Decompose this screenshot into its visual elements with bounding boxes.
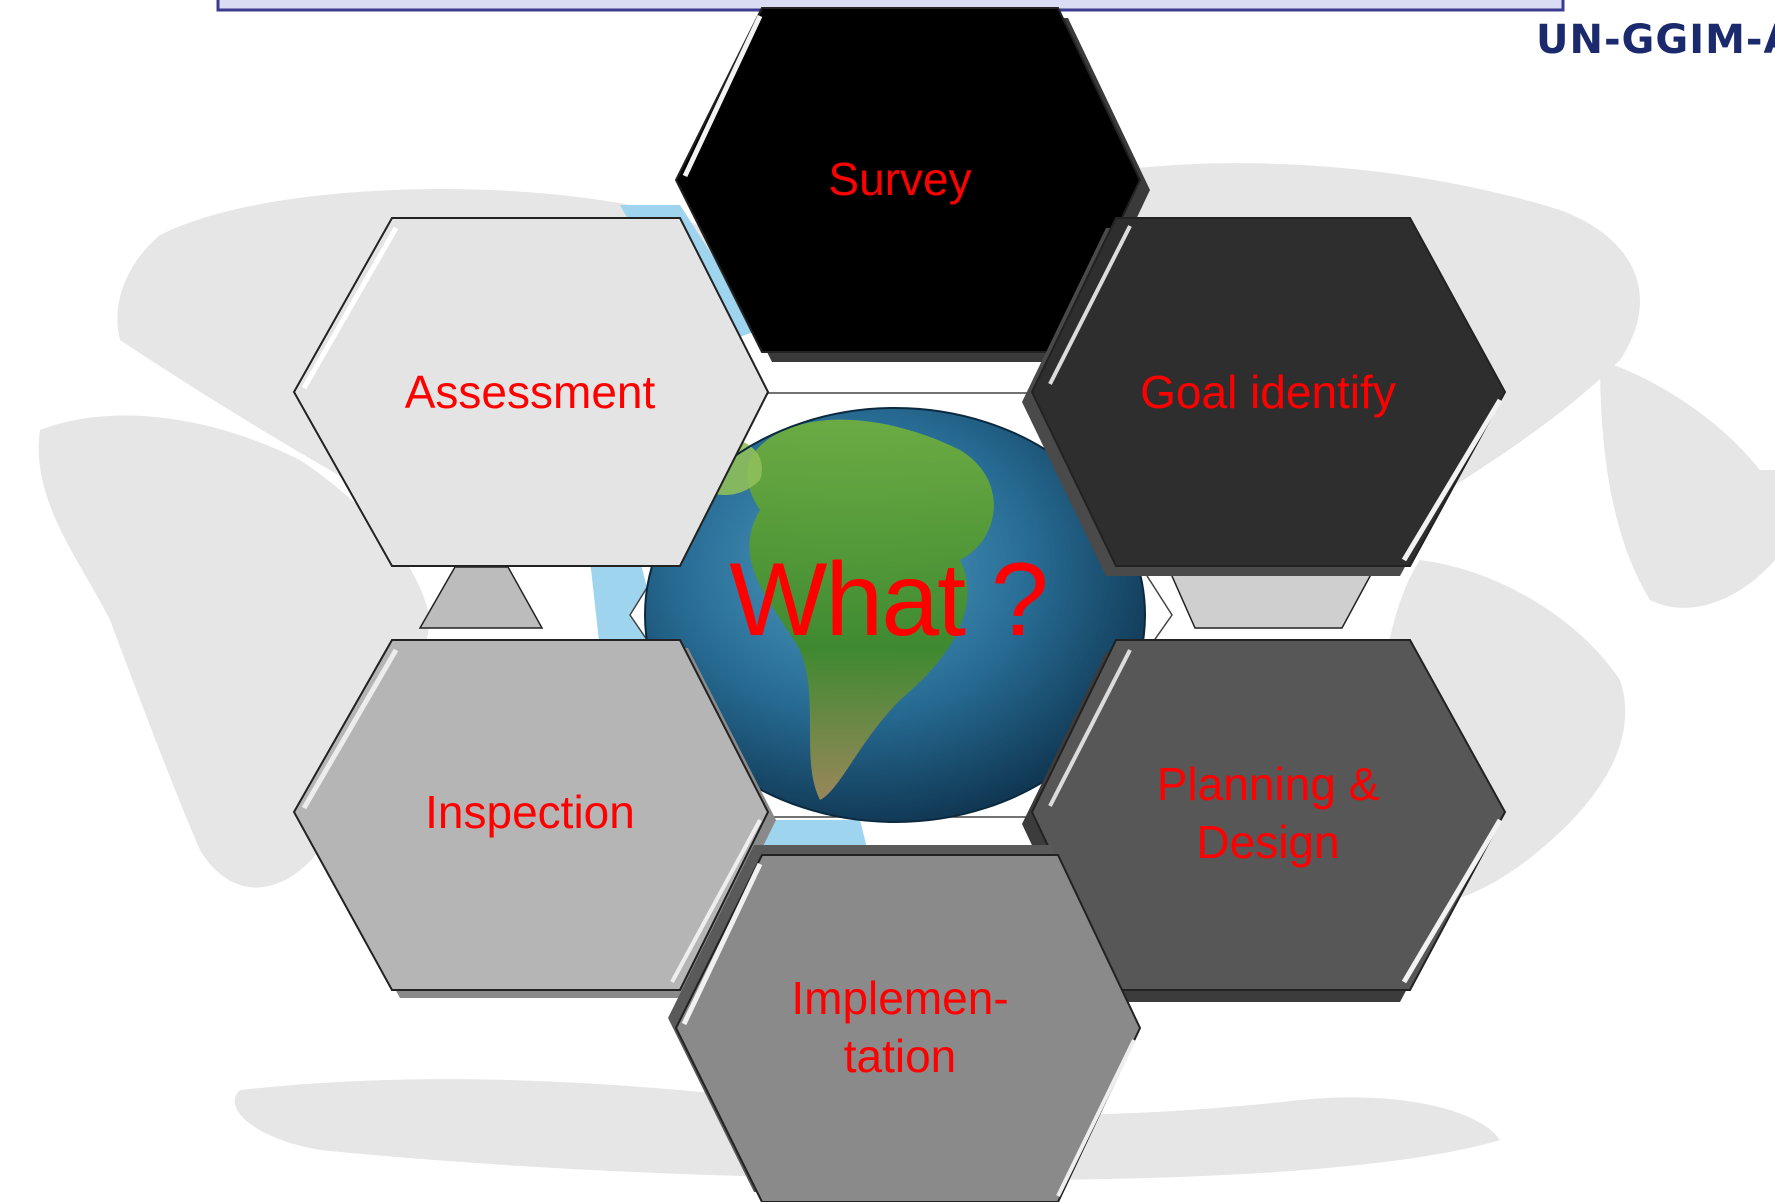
hex-connectors [418,566,1377,629]
assessment-shape [292,217,770,567]
goal-identify-shape [1030,217,1507,567]
survey-label: Survey [828,153,971,205]
center-question-label: What ? [729,542,1046,658]
inspection-shape [292,639,770,991]
implementation-label-line2: tation [844,1030,957,1082]
hexagon-assessment: Assessment [292,217,770,567]
organization-logo: UN-GGIM-A [1536,17,1775,63]
inspection-label: Inspection [425,786,635,838]
planning-design-label-line2: Design [1196,816,1339,868]
hexagon-goal-identify: Goal identify [1022,217,1507,576]
implementation-label-line1: Implemen- [791,972,1008,1024]
hexagon-inspection: Inspection [292,639,776,998]
goal-identify-label: Goal identify [1140,366,1396,418]
hexagon-survey: Survey [674,7,1150,362]
assessment-label: Assessment [405,366,656,418]
hexagon-planning-design: Planning & Design [1022,639,1507,1002]
planning-design-shape [1030,639,1507,991]
implementation-shape [674,854,1142,1202]
planning-design-label-line1: Planning & [1157,758,1380,810]
hexagon-implementation: Implemen- tation [668,845,1142,1202]
